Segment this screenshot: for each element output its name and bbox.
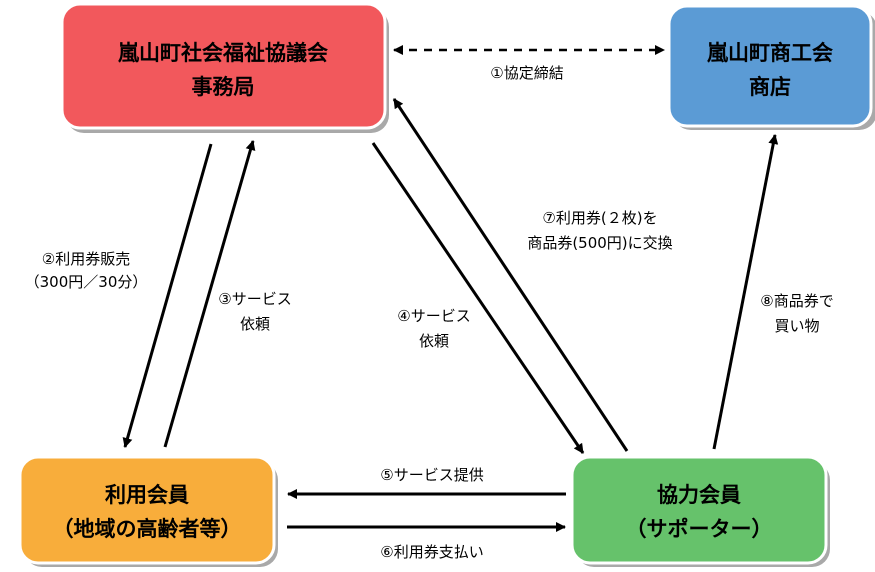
edge-sale-sublabel: （300円／30分）: [25, 273, 148, 291]
node-supporter-box: [570, 455, 828, 565]
node-chamber-box: [667, 4, 873, 128]
node-member-subtitle: （地域の高齢者等）: [53, 517, 242, 541]
edge-shopping-sublabel: 買い物: [774, 317, 819, 335]
edge-service-label: ⑤サービス提供: [380, 466, 483, 484]
node-council: 嵐山町社会福祉協議会 事務局: [60, 2, 389, 133]
node-member-box: [18, 455, 276, 565]
node-member-title: 利用会員: [105, 483, 189, 507]
node-chamber: 嵐山町商工会 商店: [667, 4, 875, 130]
edge-sale-label: ②利用券販売: [42, 250, 130, 268]
node-chamber-subtitle: 商店: [749, 75, 791, 99]
edge-sale-arrow: [122, 143, 213, 448]
edge-shopping-label: ⑧商品券で: [760, 292, 833, 310]
edge-request-council-label: ④サービス: [397, 307, 470, 325]
edge-shopping-arrow: [712, 134, 779, 450]
node-council-box: [60, 2, 387, 130]
node-council-subtitle: 事務局: [192, 75, 255, 99]
edge-request-member-arrow: [163, 140, 256, 448]
edge-request-council-sublabel: 依頼: [419, 332, 449, 350]
edge-request-member-sublabel: 依頼: [240, 315, 270, 333]
edge-exchange-sublabel: 商品券(500円)に交換: [527, 234, 672, 252]
edge-agreement-label: ①協定締結: [490, 64, 563, 82]
node-supporter: 協力会員 （サポーター）: [570, 455, 830, 567]
edge-request-member-label: ③サービス: [218, 290, 291, 308]
edge-payment-label: ⑥利用券支払い: [380, 543, 483, 561]
edge-exchange-arrow: [392, 98, 629, 452]
node-supporter-title: 協力会員: [657, 483, 741, 507]
edge-request-council-arrow: [371, 142, 585, 454]
node-member: 利用会員 （地域の高齢者等）: [18, 455, 278, 567]
node-council-title: 嵐山町社会福祉協議会: [118, 41, 328, 65]
node-supporter-subtitle: （サポーター）: [626, 517, 773, 541]
node-chamber-title: 嵐山町商工会: [707, 41, 833, 65]
edge-exchange-label: ⑦利用券(２枚)を: [542, 209, 657, 227]
